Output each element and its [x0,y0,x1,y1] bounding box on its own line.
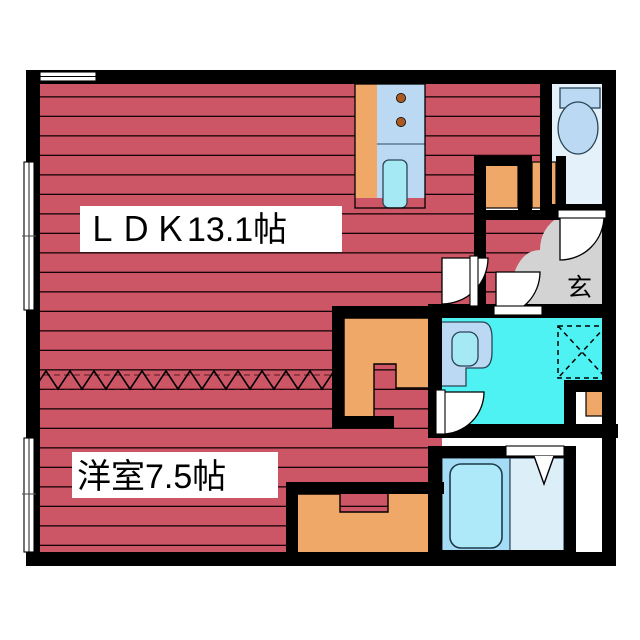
door-ldk-panel [469,255,479,307]
stove-burner-knob-2 [395,117,406,128]
wall-shoe-top [474,156,532,166]
label-washitsu-background [72,452,278,498]
door-washroom-swing [441,391,485,435]
toilet-bowl [557,101,599,155]
wall-right [602,70,616,566]
door-washroom [435,389,485,435]
wall-corridor-top [474,210,606,220]
washer-cross-1 [557,325,607,379]
wall-closet-bed-top [286,482,444,494]
door-bath [505,445,565,487]
door-entrance [557,209,607,261]
kitchen-side-cabinet [355,84,377,198]
door-bath-fold [533,455,555,487]
room-divider [33,369,338,391]
stove-burner-knob-1 [395,93,406,104]
wall-top [26,70,608,84]
room-labels: ＬＤＫ13.1帖 洋室7.5帖 玄 [72,206,592,498]
wall-washroom-notch [564,380,576,438]
label-washitsu: 洋室7.5帖 [72,452,278,498]
wall-shoe-mid [518,156,532,214]
wall-closet-bed-left [286,482,298,562]
door-entrance-swing [559,215,605,261]
door-entrance-panel [557,209,607,219]
doors [435,209,607,487]
wall-closet-ldk-top [332,306,444,318]
wall-toilet-left [540,70,552,216]
wall-bath-bottom [428,550,576,564]
flooring-area-precise [34,84,602,552]
label-ldk: ＬＤＫ13.1帖 [80,206,342,252]
wall-bath-left [428,446,442,562]
divider-zigzag [33,369,335,391]
door-corridor-panel [493,305,543,316]
wall-closet-ldk-bottom [332,416,394,428]
label-ldk-text: ＬＤＫ13.1帖 [85,211,287,249]
shoe-cabinet-left [481,161,519,209]
bath-washing-area [509,457,565,555]
kitchen-unit [354,83,426,209]
wall-washroom-notch-top [564,380,616,392]
door-washroom-panel [435,389,446,435]
wall-closet-ldk-left [332,306,344,428]
label-washitsu-text: 洋室7.5帖 [77,458,226,496]
basin-bowl [451,331,479,367]
door-bath-track [505,445,565,457]
washer-cross-2 [557,325,607,379]
wash-basin-vanity [439,321,493,387]
stove-top [377,84,425,144]
label-ldk-background [80,206,342,252]
door-ldk [441,255,489,307]
label-genkan-text: 玄 [567,274,592,302]
door-corridor-swing [495,271,541,317]
door-corridor [493,271,543,317]
wall-shoe-right [556,156,566,214]
wall-bath-right [564,446,576,562]
kitchen-sink-basin [382,159,408,209]
toilet-fixture [557,87,601,155]
wall-corridor-left [474,156,486,216]
windows [22,71,97,553]
bathtub-basin [449,463,503,549]
